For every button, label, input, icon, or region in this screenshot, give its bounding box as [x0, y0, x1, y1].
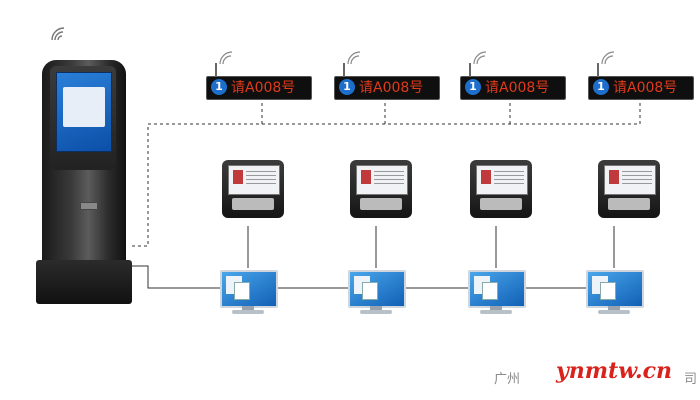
- led-display-1: 1 请A008号: [206, 63, 312, 100]
- watermark-site: ynmtw.cn: [556, 358, 672, 384]
- led-display-3: 1 请A008号: [460, 63, 566, 100]
- queue-kiosk: [36, 52, 132, 304]
- wifi-icon: [347, 51, 361, 65]
- pc-monitor-2: [348, 270, 406, 314]
- led-display-2: 1 请A008号: [334, 63, 440, 100]
- led-bus-line: [132, 96, 641, 247]
- network-line: [132, 226, 615, 289]
- wifi-icon: [51, 27, 65, 41]
- pc-monitor-3: [468, 270, 526, 314]
- watermark-right-text: 司: [684, 372, 698, 387]
- led-text: 请A008号: [359, 80, 424, 96]
- call-terminal-2: [350, 160, 414, 224]
- wifi-icon: [473, 51, 487, 65]
- watermark-left-text: 广州: [494, 372, 521, 387]
- call-terminal-3: [470, 160, 534, 224]
- wifi-icon: [219, 51, 233, 65]
- wifi-icon: [601, 51, 615, 65]
- call-terminal-1: [222, 160, 286, 224]
- kiosk-touchscreen: [56, 72, 112, 152]
- led-badge: 1: [211, 79, 227, 95]
- kiosk-base: [36, 260, 132, 304]
- led-text: 请A008号: [231, 80, 296, 96]
- led-badge: 1: [593, 79, 609, 95]
- kiosk-ticket-slot: [80, 202, 98, 210]
- pc-monitor-1: [220, 270, 278, 314]
- led-display-4: 1 请A008号: [588, 63, 694, 100]
- pc-monitor-4: [586, 270, 644, 314]
- led-badge: 1: [465, 79, 481, 95]
- led-text: 请A008号: [613, 80, 678, 96]
- call-terminal-4: [598, 160, 662, 224]
- led-badge: 1: [339, 79, 355, 95]
- led-text: 请A008号: [485, 80, 550, 96]
